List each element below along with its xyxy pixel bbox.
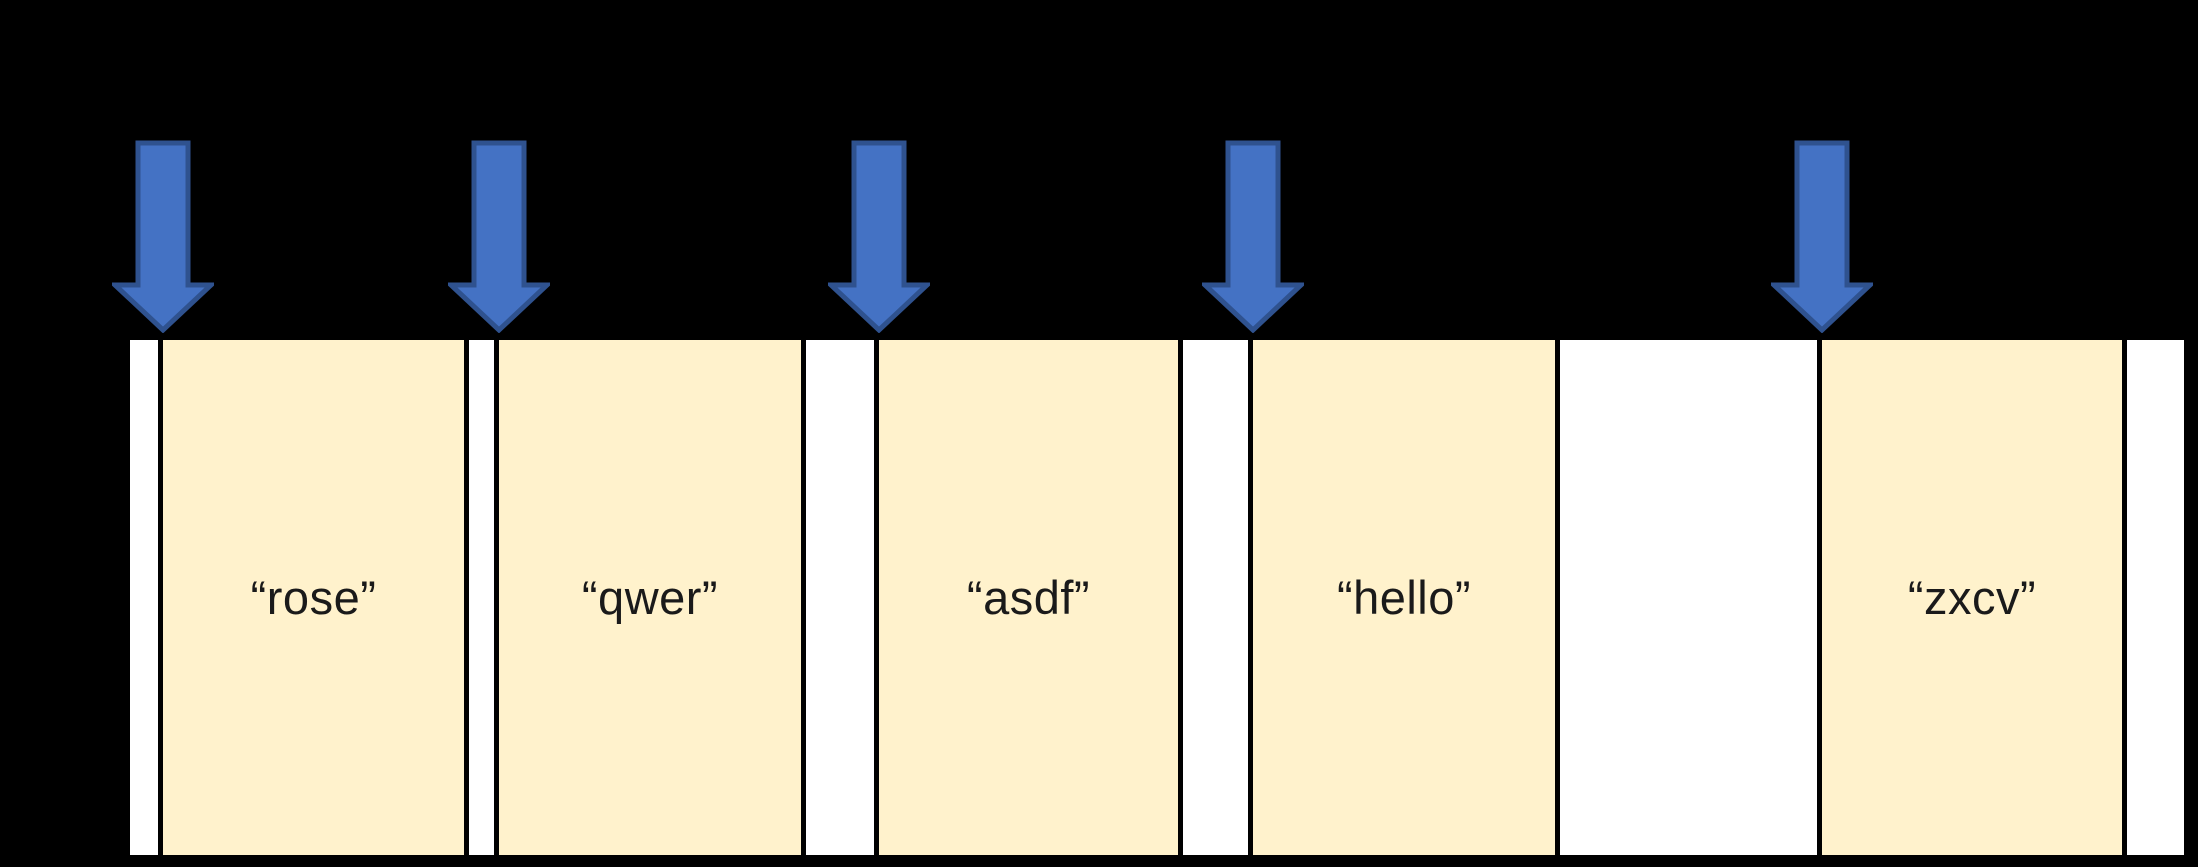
memory-strip: “rose” “qwer” “asdf” “hello” “zxcv” — [125, 335, 2189, 860]
pointer-arrow-icon — [828, 140, 930, 333]
memory-cell-string: “qwer” — [499, 340, 801, 855]
memory-cell-string: “zxcv” — [1822, 340, 2122, 855]
cell-text: “zxcv” — [1907, 571, 2037, 624]
pointer-arrow-icon — [1202, 140, 1304, 333]
pointer-arrow-icon — [112, 140, 214, 333]
memory-cell-string: “hello” — [1253, 340, 1555, 855]
memory-cell-free — [130, 340, 158, 855]
memory-cell-free — [806, 340, 874, 855]
memory-cell-string: “asdf” — [879, 340, 1178, 855]
cell-text: “hello” — [1336, 571, 1472, 624]
memory-cell-free — [2127, 340, 2184, 855]
memory-cell-free — [469, 340, 494, 855]
memory-cell-string: “rose” — [163, 340, 464, 855]
cell-text: “asdf” — [966, 571, 1091, 624]
pointer-arrow-icon — [448, 140, 550, 333]
pointer-arrow-icon — [1771, 140, 1873, 333]
cell-text: “rose” — [250, 571, 377, 624]
memory-cell-free — [1183, 340, 1248, 855]
cell-text: “qwer” — [581, 571, 719, 624]
memory-cell-free — [1560, 340, 1817, 855]
